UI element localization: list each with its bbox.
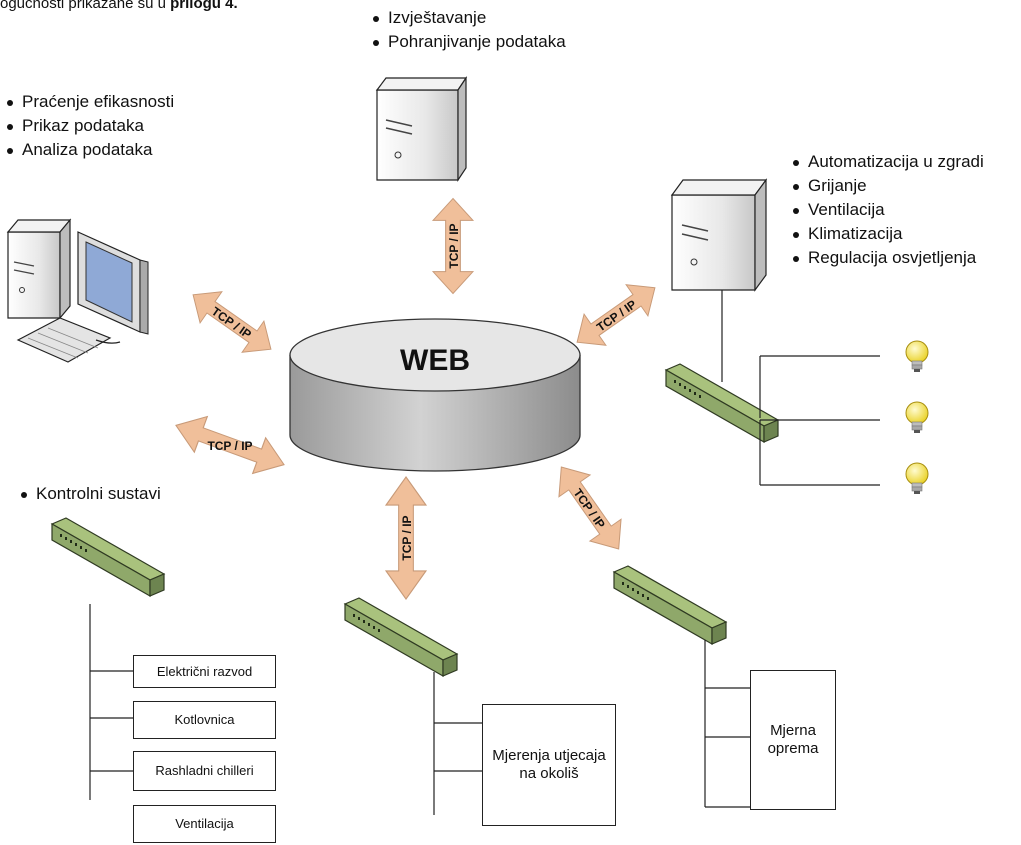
list-item: Prikaz podataka xyxy=(2,114,174,138)
caption-bold: prilogu 4. xyxy=(170,0,238,12)
connection-lines xyxy=(89,290,880,815)
control-systems-list: Kontrolni sustavi xyxy=(16,482,161,506)
double-arrow-icon: TCP / IP xyxy=(545,455,635,561)
tcp-ip-label: TCP / IP xyxy=(400,515,414,560)
lightbulb-icon xyxy=(905,340,929,373)
caption-text: ogućnosti prikazane su u prilogu 4. xyxy=(0,0,238,12)
list-item: Pohranjivanje podataka xyxy=(368,30,566,54)
switch-icon xyxy=(613,565,727,645)
chillers-box: Rashladni chilleri xyxy=(133,751,276,791)
list-item: Regulacija osvjetljenja xyxy=(788,246,984,270)
list-item: Izvještavanje xyxy=(368,6,566,30)
web-label: WEB xyxy=(400,344,470,377)
list-item: Klimatizacija xyxy=(788,222,984,246)
double-arrow-icon: TCP / IP xyxy=(565,271,667,359)
tcp-ip-label: TCP / IP xyxy=(209,304,254,341)
tcp-ip-label: TCP / IP xyxy=(207,439,252,453)
server-icon xyxy=(670,178,768,292)
list-item: Praćenje efikasnosti xyxy=(2,90,174,114)
lightbulb-icon xyxy=(905,462,929,495)
lightbulb-icon xyxy=(905,401,929,434)
double-arrow-icon: TCP / IP xyxy=(385,476,427,600)
tcp-ip-label: TCP / IP xyxy=(594,297,639,334)
tcp-ip-label: TCP / IP xyxy=(571,486,608,531)
tcp-ip-label: TCP / IP xyxy=(447,223,461,268)
electrical-box: Električni razvod xyxy=(133,655,276,688)
list-item: Automatizacija u zgradi xyxy=(788,150,984,174)
web-cylinder: WEB xyxy=(289,318,581,472)
list-item: Ventilacija xyxy=(788,198,984,222)
env-measurement-box: Mjerenja utjecaja na okoliš xyxy=(482,704,616,826)
computer-icon xyxy=(6,218,149,363)
list-item: Kontrolni sustavi xyxy=(16,482,161,506)
double-arrow-icon: TCP / IP xyxy=(432,197,474,295)
boiler-box: Kotlovnica xyxy=(133,701,276,739)
caption-plain: ogućnosti prikazane su u xyxy=(0,0,171,12)
server-icon xyxy=(375,76,468,182)
automation-list: Automatizacija u zgradi Grijanje Ventila… xyxy=(788,150,984,270)
double-arrow-icon: TCP / IP xyxy=(181,278,283,366)
switch-icon xyxy=(344,597,458,677)
pc-functions-list: Praćenje efikasnosti Prikaz podataka Ana… xyxy=(2,90,174,162)
double-arrow-icon: TCP / IP xyxy=(168,406,292,484)
switch-icon xyxy=(51,517,165,597)
list-item: Analiza podataka xyxy=(2,138,174,162)
measurement-equipment-box: Mjerna oprema xyxy=(750,670,836,810)
list-item: Grijanje xyxy=(788,174,984,198)
ventilation-box: Ventilacija xyxy=(133,805,276,843)
top-server-list: Izvještavanje Pohranjivanje podataka xyxy=(368,6,566,54)
